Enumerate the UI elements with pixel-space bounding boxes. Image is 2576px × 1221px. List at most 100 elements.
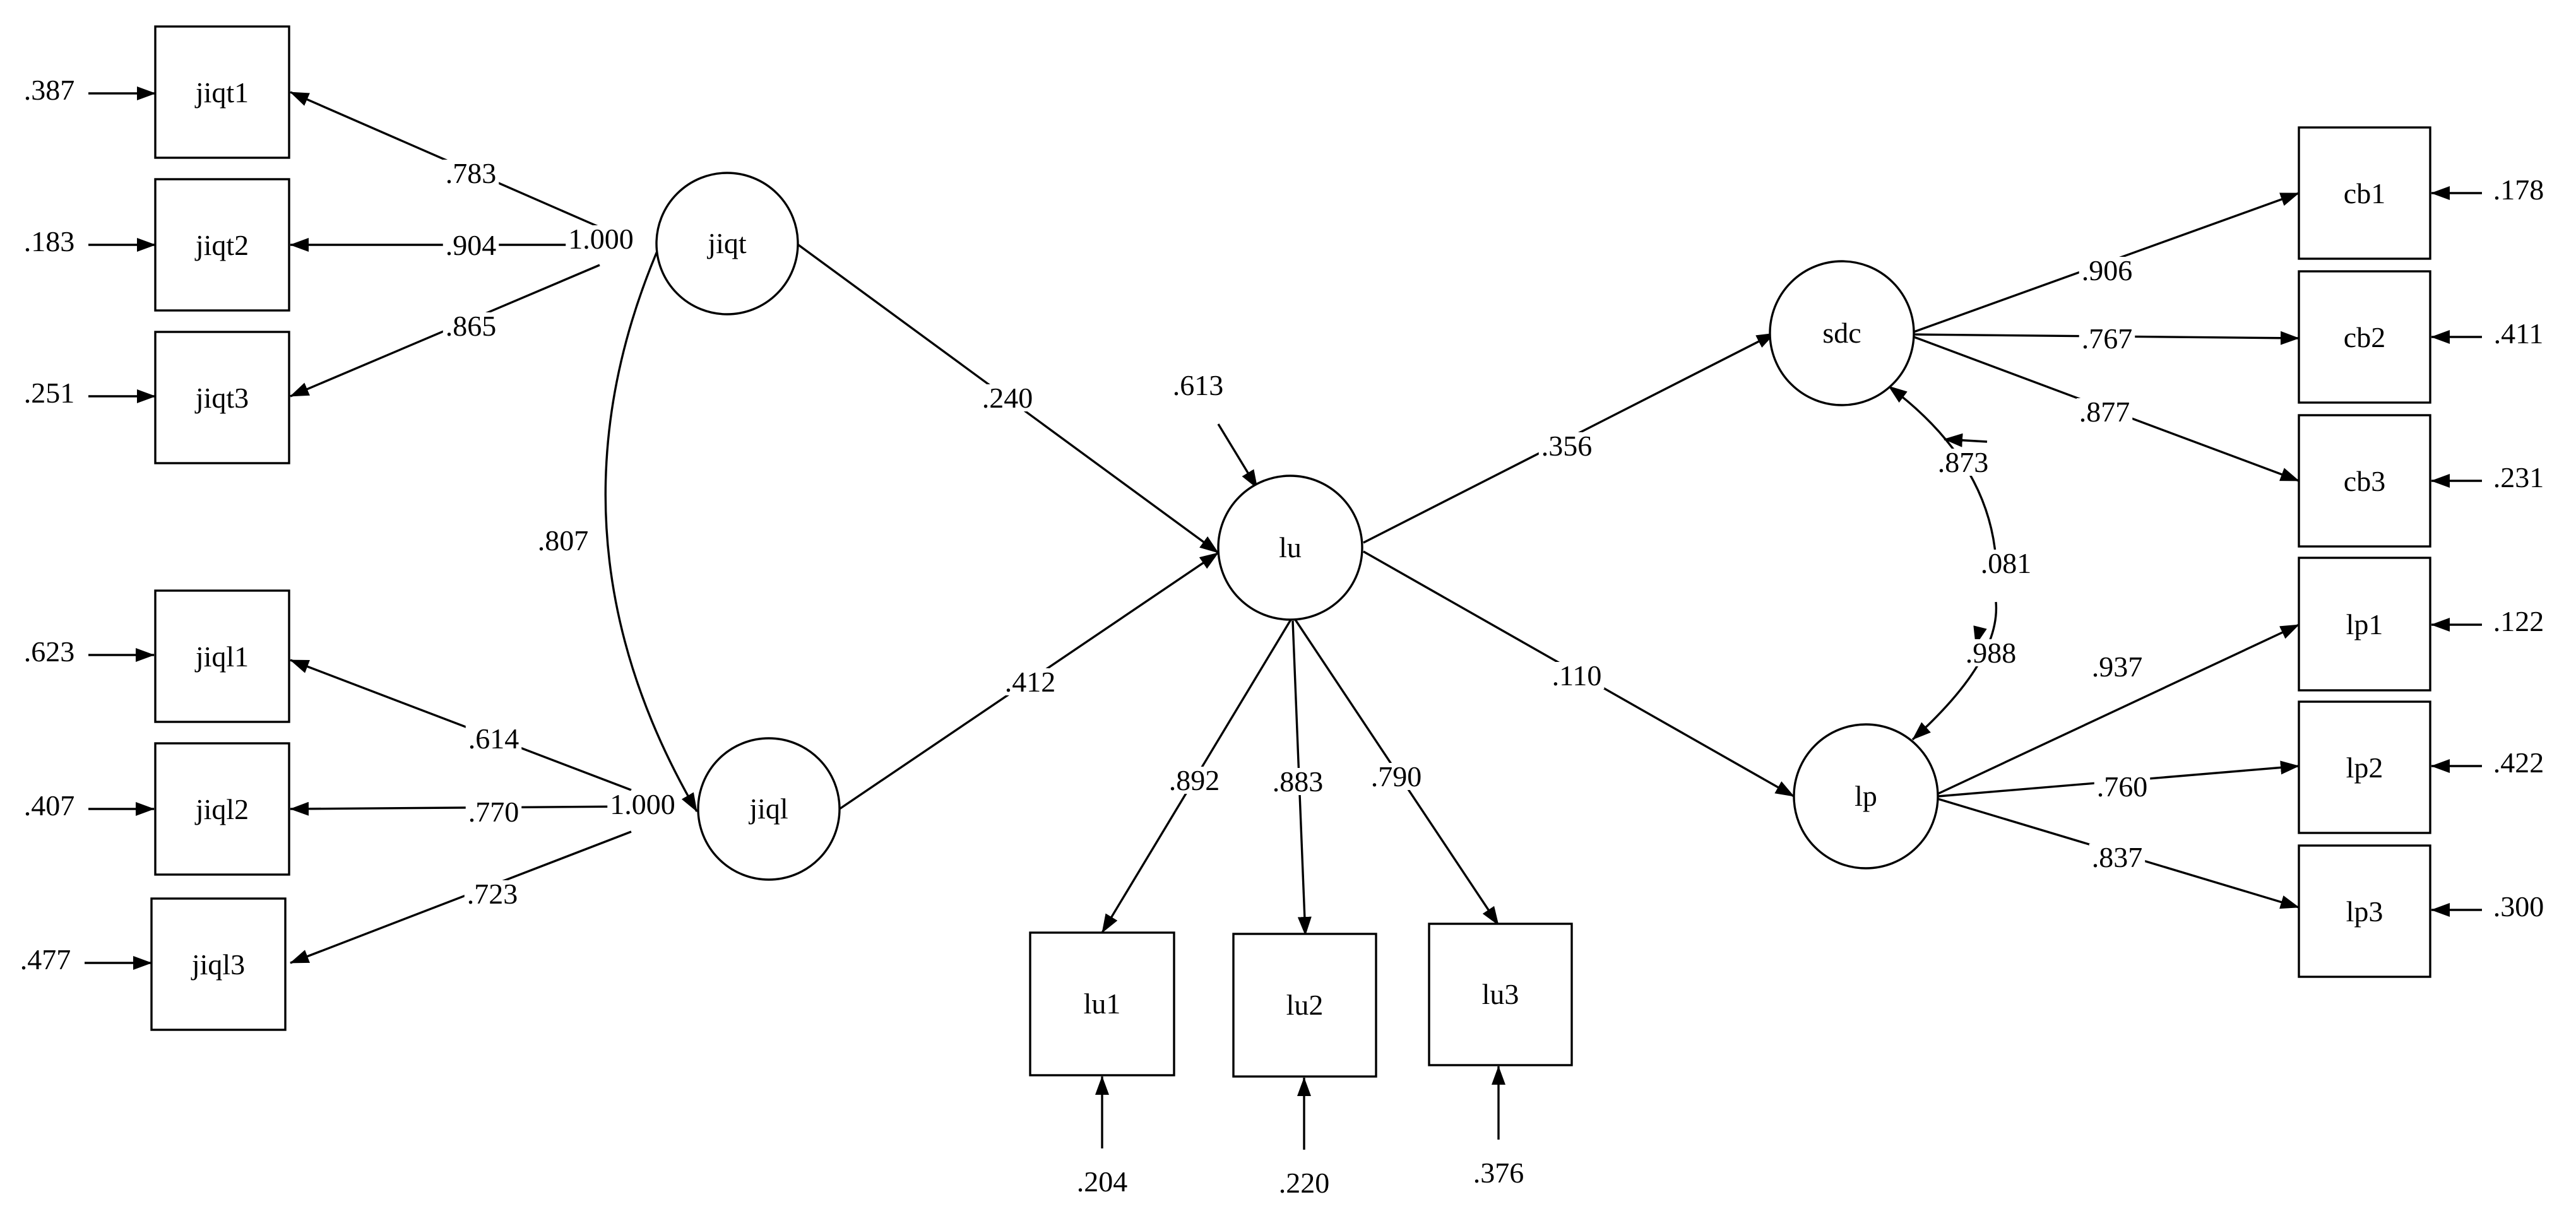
indicator-lp1-label: lp1 bbox=[2346, 608, 2383, 640]
residual-sdc-background bbox=[1935, 449, 1991, 476]
residual-jiql3: .477 bbox=[20, 943, 71, 976]
loading-jiqt-jiqt2-background bbox=[442, 232, 499, 259]
indicator-cb1 bbox=[2298, 126, 2431, 260]
variance-jiqt-background bbox=[566, 225, 636, 252]
path-jiql-lu-background bbox=[1002, 668, 1059, 695]
latent-jiql-label: jiql bbox=[748, 793, 788, 825]
latent-lu-label: lu bbox=[1279, 531, 1302, 563]
residual-cb2: .411 bbox=[2494, 317, 2544, 350]
correlation-sdc-lp-background bbox=[1978, 550, 2034, 577]
residual-lp-background bbox=[1962, 639, 2019, 666]
residual-cb1: .178 bbox=[2493, 174, 2544, 206]
loading-lu-lu1-background bbox=[1166, 767, 1223, 794]
loading-jiqt-jiqt2: .904 bbox=[446, 229, 497, 261]
loading-lu-lu3: .790 bbox=[1371, 760, 1422, 793]
indicator-jiqt3-label: jiqt3 bbox=[194, 382, 249, 414]
correlation-sdc-lp: .081 bbox=[1981, 547, 2032, 579]
loading-sdc-cb1-background bbox=[2079, 257, 2135, 284]
residual-lp3: .300 bbox=[2493, 890, 2544, 923]
indicator-lu1-label: lu1 bbox=[1084, 988, 1121, 1020]
loading-lu-lu1: .892 bbox=[1169, 764, 1220, 796]
loading-jiql-jiql1-background bbox=[465, 725, 522, 752]
edge-sdc-lp-covariance-lower bbox=[1911, 601, 1998, 741]
loading-sdc-cb3: .877 bbox=[2079, 396, 2130, 428]
indicator-cb3 bbox=[2298, 414, 2431, 548]
residual-jiqt3: .251 bbox=[24, 377, 75, 409]
indicator-lp3 bbox=[2298, 844, 2431, 978]
residual-lu3: .376 bbox=[1473, 1157, 1524, 1189]
loading-jiql-jiql2: .770 bbox=[468, 796, 519, 828]
residual-lp1: .122 bbox=[2493, 605, 2544, 637]
variance-jiql-background bbox=[607, 791, 678, 818]
loading-jiql-jiql3-background bbox=[464, 880, 521, 907]
residual-lu2: .220 bbox=[1279, 1167, 1330, 1199]
loading-lu-lu2: .883 bbox=[1273, 765, 1324, 798]
variance-jiqt: 1.000 bbox=[568, 223, 634, 255]
latent-lp-label: lp bbox=[1855, 780, 1877, 812]
indicator-jiql2-label: jiql2 bbox=[194, 793, 249, 825]
latent-sdc-label: sdc bbox=[1822, 317, 1861, 349]
correlation-jiqt-jiql: .807 bbox=[538, 524, 589, 557]
indicator-jiql3 bbox=[150, 897, 287, 1031]
residual-lp2: .422 bbox=[2493, 746, 2544, 779]
path-lu-sdc: .356 bbox=[1541, 430, 1593, 462]
loading-sdc-cb2: .767 bbox=[2082, 322, 2133, 355]
path-lu-sdc-background bbox=[1538, 432, 1595, 459]
indicator-lu2-label: lu2 bbox=[1286, 989, 1324, 1021]
edge-residual-lu bbox=[1217, 423, 1259, 489]
loading-sdc-cb3-background bbox=[2076, 398, 2133, 425]
indicator-cb3-label: cb3 bbox=[2344, 465, 2385, 497]
edge-jiqt-jiql-covariance bbox=[604, 221, 698, 812]
indicator-jiqt3 bbox=[154, 331, 290, 464]
indicator-cb1-label: cb1 bbox=[2344, 177, 2385, 209]
residual-sdc: .873 bbox=[1938, 446, 1989, 478]
latent-lp bbox=[1793, 723, 1939, 870]
loading-lp-lp1: .937 bbox=[2092, 651, 2143, 683]
residual-lp: .988 bbox=[1966, 637, 2017, 669]
indicator-jiql1-label: jiql1 bbox=[194, 640, 249, 673]
loading-sdc-cb1: .906 bbox=[2082, 254, 2133, 286]
edge-jiql-jiql1 bbox=[290, 659, 632, 791]
residual-lu1: .204 bbox=[1077, 1165, 1128, 1198]
loading-lp-lp3-background bbox=[2089, 844, 2146, 871]
indicator-lp2-label: lp2 bbox=[2346, 752, 2383, 784]
indicator-lu3-label: lu3 bbox=[1482, 978, 1519, 1010]
indicator-jiql2 bbox=[154, 742, 290, 876]
indicator-cb2-label: cb2 bbox=[2344, 321, 2385, 353]
path-lu-lp-background bbox=[1549, 662, 1605, 689]
indicator-lu1 bbox=[1029, 931, 1175, 1076]
edge-jiql-jiql2 bbox=[290, 801, 632, 816]
loading-jiqt-jiqt1-background bbox=[442, 160, 499, 187]
edge-lp-lp1 bbox=[1937, 623, 2300, 795]
loading-lp-lp3: .837 bbox=[2092, 841, 2143, 873]
loading-lp-lp2: .760 bbox=[2097, 770, 2148, 803]
latent-jiql bbox=[697, 737, 841, 881]
loading-jiqt-jiqt3: .865 bbox=[446, 310, 497, 342]
residual-cb3: .231 bbox=[2493, 461, 2544, 493]
indicator-jiql3-label: jiql3 bbox=[191, 948, 245, 981]
indicator-cb2 bbox=[2298, 270, 2431, 404]
coefficient-labels: .783 .904 .865 1.000 .614 .770 .723 1.00… bbox=[20, 74, 2544, 1199]
loading-jiql-jiql2-background bbox=[465, 798, 522, 825]
indicator-jiqt1 bbox=[154, 25, 290, 159]
latent-lu bbox=[1217, 475, 1363, 621]
observed-indicators: jiqt1 jiqt2 jiqt3 jiql1 jiql2 jiql3 lu1 … bbox=[150, 25, 2431, 1078]
path-jiqt-lu: .240 bbox=[982, 382, 1033, 414]
residual-jiql2: .407 bbox=[24, 789, 75, 822]
path-jiqt-lu-background bbox=[979, 384, 1036, 411]
loading-lu-lu2-background bbox=[1269, 768, 1326, 795]
loading-jiqt-jiqt3-background bbox=[442, 312, 499, 339]
loading-jiql-jiql1: .614 bbox=[468, 723, 519, 755]
indicator-lp2 bbox=[2298, 700, 2431, 834]
latent-jiqt bbox=[655, 172, 799, 316]
indicator-jiqt1-label: jiqt1 bbox=[194, 76, 249, 109]
residual-lu: .613 bbox=[1173, 369, 1224, 401]
indicator-jiqt2 bbox=[154, 178, 290, 312]
loading-jiql-jiql3: .723 bbox=[467, 878, 518, 910]
loading-jiqt-jiqt1: .783 bbox=[446, 157, 497, 189]
latent-sdc bbox=[1769, 260, 1915, 406]
residual-jiqt2: .183 bbox=[24, 225, 75, 257]
latent-variables: jiqt jiql lu sdc lp bbox=[655, 172, 1939, 881]
